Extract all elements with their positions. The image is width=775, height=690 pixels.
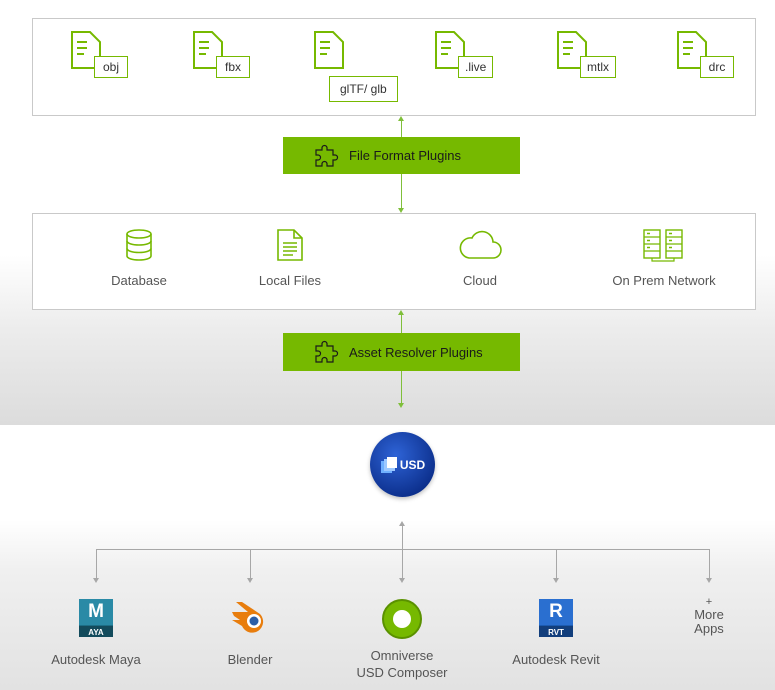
format-label: glTF/ glb — [329, 76, 398, 102]
app-blender[interactable]: Blender — [175, 598, 325, 668]
more-label-line2: Apps — [694, 621, 724, 636]
file-icon — [314, 31, 344, 69]
usd-logo[interactable]: USD — [370, 432, 435, 497]
plugin-label: Asset Resolver Plugins — [349, 344, 483, 360]
asset-resolver-plugins-block[interactable]: Asset Resolver Plugins — [283, 333, 520, 371]
tree-stem-line — [402, 523, 403, 549]
app-label: Blender — [227, 652, 273, 667]
format-mtlx[interactable]: mtlx — [556, 30, 626, 90]
revit-logo-badge: RVT — [548, 628, 564, 637]
storage-local-files[interactable]: Local Files — [210, 228, 370, 288]
more-label-line1: More — [694, 607, 724, 622]
format-label: .live — [458, 56, 494, 78]
format-label: fbx — [216, 56, 250, 78]
storage-on-prem[interactable]: On Prem Network — [584, 228, 744, 288]
storage-label: Local Files — [258, 273, 322, 288]
puzzle-icon — [315, 144, 339, 167]
storage-label: Database — [111, 273, 167, 288]
file-icon — [677, 31, 707, 69]
file-icon — [435, 31, 465, 69]
arrow-down-icon — [247, 578, 253, 583]
file-icon — [71, 31, 101, 69]
blender-logo-icon — [232, 602, 264, 633]
maya-logo-badge: AYA — [88, 628, 104, 637]
tree-drop-line — [556, 549, 557, 579]
more-plus: + — [705, 596, 713, 608]
tree-drop-line — [709, 549, 710, 579]
format-label: obj — [94, 56, 128, 78]
plugin-label: File Format Plugins — [349, 148, 461, 163]
format-label: mtlx — [580, 56, 616, 78]
tree-drop-line — [96, 549, 97, 579]
storage-box — [32, 213, 756, 310]
omniverse-logo-icon — [382, 599, 422, 639]
storage-label: On Prem Network — [612, 273, 716, 288]
puzzle-icon — [315, 340, 339, 363]
file-icon — [193, 31, 223, 69]
format-obj[interactable]: obj — [70, 30, 140, 90]
connector-line — [401, 314, 402, 334]
usd-cube-icon — [380, 456, 397, 473]
arrow-up-icon — [398, 310, 404, 315]
connector-line — [401, 120, 402, 138]
app-label: Autodesk Revit — [512, 652, 600, 667]
arrow-down-icon — [398, 403, 404, 408]
revit-logo-icon — [539, 599, 573, 637]
format-fbx[interactable]: fbx — [192, 30, 262, 90]
document-icon — [277, 229, 303, 261]
tree-drop-line — [250, 549, 251, 579]
app-autodesk-revit[interactable]: R RVT Autodesk Revit — [481, 598, 631, 668]
file-format-plugins-block[interactable]: File Format Plugins — [283, 137, 520, 174]
arrow-up-icon — [398, 116, 404, 121]
app-label-line1: Omniverse — [370, 648, 434, 663]
file-icon — [557, 31, 587, 69]
connector-line — [401, 174, 402, 210]
server-rack-icon — [643, 229, 683, 262]
arrow-down-icon — [553, 578, 559, 583]
more-apps[interactable]: + More Apps — [664, 597, 754, 636]
format-gltf[interactable]: glTF/ glb — [313, 30, 423, 102]
arrow-up-icon — [399, 521, 405, 526]
arrow-down-icon — [93, 578, 99, 583]
storage-cloud[interactable]: Cloud — [400, 228, 560, 288]
cloud-icon — [459, 230, 502, 259]
storage-database[interactable]: Database — [59, 228, 219, 288]
arrow-down-icon — [399, 578, 405, 583]
storage-label: Cloud — [463, 273, 497, 288]
format-live[interactable]: .live — [434, 30, 504, 90]
app-omniverse-usd-composer[interactable]: Omniverse USD Composer — [327, 598, 477, 681]
app-label: Autodesk Maya — [51, 652, 141, 667]
maya-logo-icon — [79, 599, 113, 637]
tree-drop-line — [402, 549, 403, 579]
format-label: drc — [700, 56, 734, 78]
revit-logo-letter: R — [549, 601, 563, 622]
usd-logo-text: USD — [399, 457, 426, 472]
maya-logo-letter: M — [88, 601, 104, 622]
arrow-down-icon — [706, 578, 712, 583]
app-label-line2: USD Composer — [356, 665, 448, 680]
format-drc[interactable]: drc — [676, 30, 746, 90]
connector-line — [401, 371, 402, 405]
arrow-down-icon — [398, 208, 404, 213]
database-icon — [126, 229, 152, 261]
tree-branch-line — [96, 549, 710, 550]
app-autodesk-maya[interactable]: M AYA Autodesk Maya — [21, 598, 171, 668]
